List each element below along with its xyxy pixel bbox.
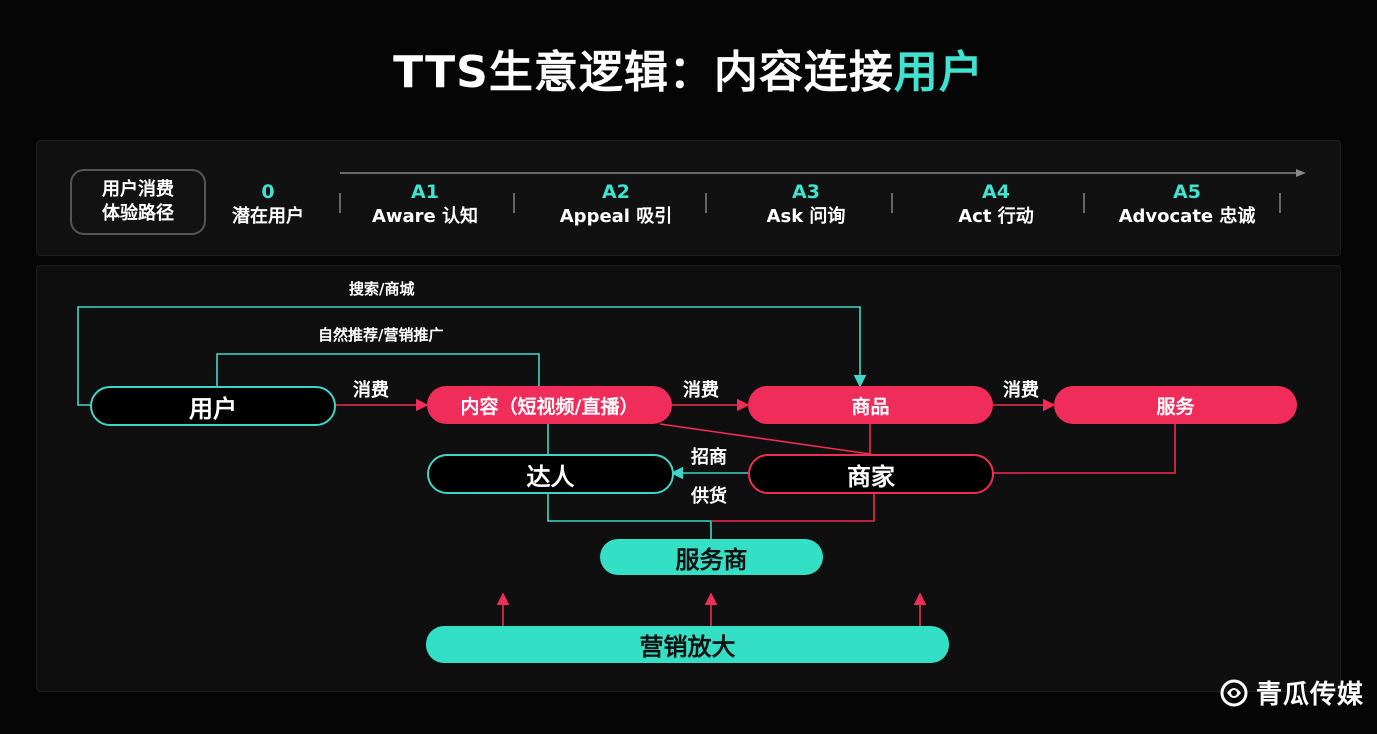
label-consume-1: 消费: [353, 380, 389, 401]
stage-a4: A4 Act 行动: [941, 180, 1051, 230]
node-service-provider: 服务商: [600, 539, 823, 575]
node-content: 内容（短视频/直播）: [427, 386, 672, 424]
stage-divider: [339, 193, 341, 213]
node-service: 服务: [1054, 386, 1297, 424]
node-creator: 达人: [427, 454, 674, 494]
stage-code: 0: [261, 181, 275, 203]
node-user: 用户: [90, 386, 336, 426]
stage-name: Advocate 忠诚: [1118, 206, 1256, 227]
stage-a5: A5 Advocate 忠诚: [1102, 180, 1272, 230]
watermark: 青瓜传媒: [1218, 674, 1364, 711]
journey-label-line2: 体验路径: [102, 203, 174, 224]
title-highlight: 用户: [893, 47, 984, 98]
stage-divider: [513, 193, 515, 213]
stage-a3: A3 Ask 问询: [746, 180, 866, 230]
page-title: TTS生意逻辑：内容连接用户: [0, 36, 1377, 100]
watermark-text: 青瓜传媒: [1256, 680, 1365, 710]
stage-a1: A1 Aware 认知: [355, 180, 495, 230]
stage-code: A3: [792, 181, 820, 203]
stage-name: 潜在用户: [232, 206, 304, 227]
stage-divider: [705, 193, 707, 213]
stage-code: A2: [602, 181, 630, 203]
label-consume-3: 消费: [1003, 380, 1039, 401]
stage-code: A1: [411, 181, 439, 203]
stage-0: 0 潜在用户: [218, 180, 318, 230]
node-product: 商品: [748, 386, 993, 424]
stage-divider: [1083, 193, 1085, 213]
diagram-panel: [36, 265, 1341, 692]
label-recommend: 自然推荐/营销推广: [318, 326, 444, 344]
label-consume-2: 消费: [683, 380, 719, 401]
journey-label-box: 用户消费 体验路径: [70, 169, 206, 235]
journey-panel: [36, 140, 1341, 256]
node-marketing: 营销放大: [426, 626, 949, 663]
label-recruit: 招商: [691, 447, 727, 468]
stage-divider: [1279, 193, 1281, 213]
melon-logo-icon: [1220, 679, 1248, 706]
node-merchant: 商家: [748, 454, 994, 494]
stage-name: Aware 认知: [371, 206, 479, 227]
label-search-mall: 搜索/商城: [349, 280, 415, 298]
stage-a2: A2 Appeal 吸引: [541, 180, 691, 230]
stage-name: Appeal 吸引: [559, 206, 673, 227]
stage-name: Act 行动: [958, 206, 1034, 227]
stage-code: A4: [982, 181, 1010, 203]
stage-name: Ask 问询: [766, 206, 846, 227]
stage-code: A5: [1173, 181, 1201, 203]
journey-label-line1: 用户消费: [102, 179, 174, 200]
stage-divider: [891, 193, 893, 213]
title-main: TTS生意逻辑：内容连接: [393, 47, 894, 98]
label-supply: 供货: [691, 486, 727, 507]
